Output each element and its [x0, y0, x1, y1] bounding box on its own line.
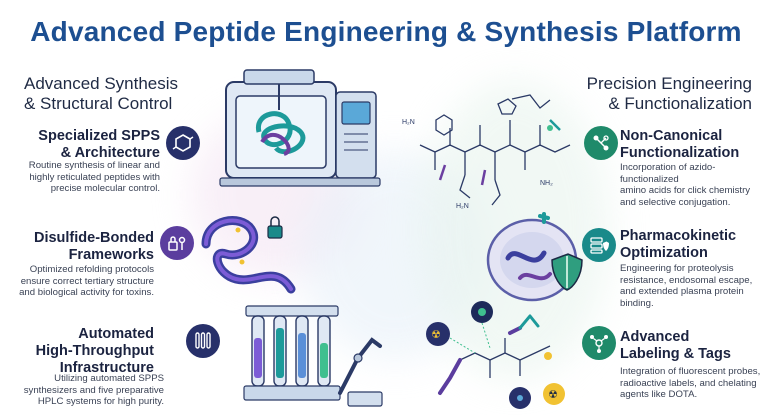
noncanonical-description: Incorporation of azido-functionalized am… — [620, 162, 772, 208]
automated-desc-line1: Utilizing automated SPPS — [54, 373, 164, 384]
right-heading-line1: Precision Engineering — [586, 74, 752, 93]
svg-text:☢: ☢ — [431, 328, 441, 341]
automated-title-line3: Infrastructure — [59, 360, 154, 376]
right-section-heading: Precision Engineering & Functionalizatio… — [540, 74, 752, 114]
click-chemistry-icon — [584, 126, 618, 160]
svg-text:H₂N: H₂N — [456, 203, 469, 210]
labeling-desc-line3: agents like DOTA. — [620, 389, 698, 400]
svg-text:H₂N: H₂N — [402, 119, 415, 126]
automated-title: Automated High-Throughput Infrastructure — [24, 326, 154, 377]
noncanonical-desc-line2: amino acids for click chemistry — [620, 185, 751, 196]
noncanonical-title: Non-Canonical Functionalization — [620, 128, 739, 162]
pharmacokinetic-desc-line1: Engineering for proteolysis — [620, 263, 734, 274]
noncanonical-desc-line1: Incorporation of azido-functionalized — [620, 162, 716, 185]
disulfide-desc-line1: Optimized refolding protocols — [29, 264, 154, 275]
hplc-columns-illustration — [243, 305, 383, 407]
labeling-description: Integration of fluorescent probes, radio… — [620, 366, 760, 401]
noncanonical-title-line2: Functionalization — [620, 145, 740, 161]
disulfide-title-line2: Frameworks — [68, 247, 154, 263]
cell-with-shield-illustration — [486, 212, 583, 302]
lock-key-icon — [160, 226, 194, 260]
pharmacokinetic-desc-line4: binding. — [620, 297, 654, 309]
disulfide-desc-line3: and biological activity for toxins. — [19, 287, 154, 298]
svg-text:NH₂: NH₂ — [540, 180, 553, 187]
labeling-tags-illustration: ☢ ☢ — [426, 301, 565, 409]
automated-title-line1: Automated — [78, 326, 154, 342]
spps-desc-line3: precise molecular control. — [50, 183, 160, 194]
left-heading-line2: & Structural Control — [24, 94, 173, 113]
page-title: Advanced Peptide Engineering & Synthesis… — [30, 16, 742, 47]
pharmacokinetic-description: Engineering for proteolysis resistance, … — [620, 263, 752, 309]
server-shield-icon — [582, 228, 616, 262]
pharmacokinetic-title-line1: Pharmacokinetic — [620, 228, 737, 244]
pharmacokinetic-title-line2: Optimization — [620, 245, 708, 261]
automated-title-line2: High-Throughput — [35, 343, 154, 359]
pharmacokinetic-desc-line2: resistance, endosomal escape, — [620, 274, 753, 286]
disulfide-desc-line2: ensure correct tertiary structure — [20, 275, 154, 287]
test-tubes-icon — [186, 324, 220, 358]
labeling-title-line2: Labeling & Tags — [620, 346, 731, 362]
synthesizer-machine-illustration — [219, 69, 381, 187]
disulfide-peptide-chain-illustration — [201, 216, 296, 294]
disulfide-description: Optimized refolding protocols ensure cor… — [14, 264, 154, 299]
spps-desc-line1: Routine synthesis of linear and — [28, 160, 160, 171]
pharmacokinetic-title: Pharmacokinetic Optimization — [620, 228, 736, 262]
spps-title-line1: Specialized SPPS — [38, 128, 160, 144]
molecule-network-icon — [582, 326, 616, 360]
peptide-structure-illustration: H₂N NH₂ H₂N — [402, 94, 571, 210]
left-section-heading: Advanced Synthesis & Structural Control — [24, 74, 178, 114]
spps-title: Specialized SPPS & Architecture — [24, 128, 160, 162]
labeling-title-line1: Advanced — [620, 329, 690, 345]
labeling-title: Advanced Labeling & Tags — [620, 329, 731, 363]
pharmacokinetic-desc-line3: and extended plasma protein — [620, 286, 744, 297]
disulfide-title-line1: Disulfide-Bonded — [33, 230, 154, 246]
left-heading-line1: Advanced Synthesis — [24, 74, 179, 93]
automated-desc-line3: HPLC systems for high purity. — [37, 396, 164, 407]
right-heading-line2: & Functionalization — [608, 94, 752, 113]
labeling-desc-line2: radioactive labels, and chelating — [620, 377, 757, 389]
disulfide-title: Disulfide-Bonded Frameworks — [14, 230, 154, 264]
spps-desc-line2: highly reticulated peptides with — [29, 171, 160, 183]
noncanonical-title-line1: Non-Canonical — [620, 128, 723, 144]
molecule-hexagon-icon — [166, 126, 200, 160]
automated-desc-line2: synthesizers and five preparative — [23, 384, 164, 396]
noncanonical-desc-line3: and selective conjugation. — [620, 196, 731, 208]
svg-text:☢: ☢ — [548, 388, 558, 401]
spps-description: Routine synthesis of linear and highly r… — [14, 160, 160, 195]
automated-description: Utilizing automated SPPS synthesizers an… — [14, 373, 164, 408]
labeling-desc-line1: Integration of fluorescent probes, — [620, 366, 761, 377]
spps-title-line2: & Architecture — [60, 145, 160, 161]
